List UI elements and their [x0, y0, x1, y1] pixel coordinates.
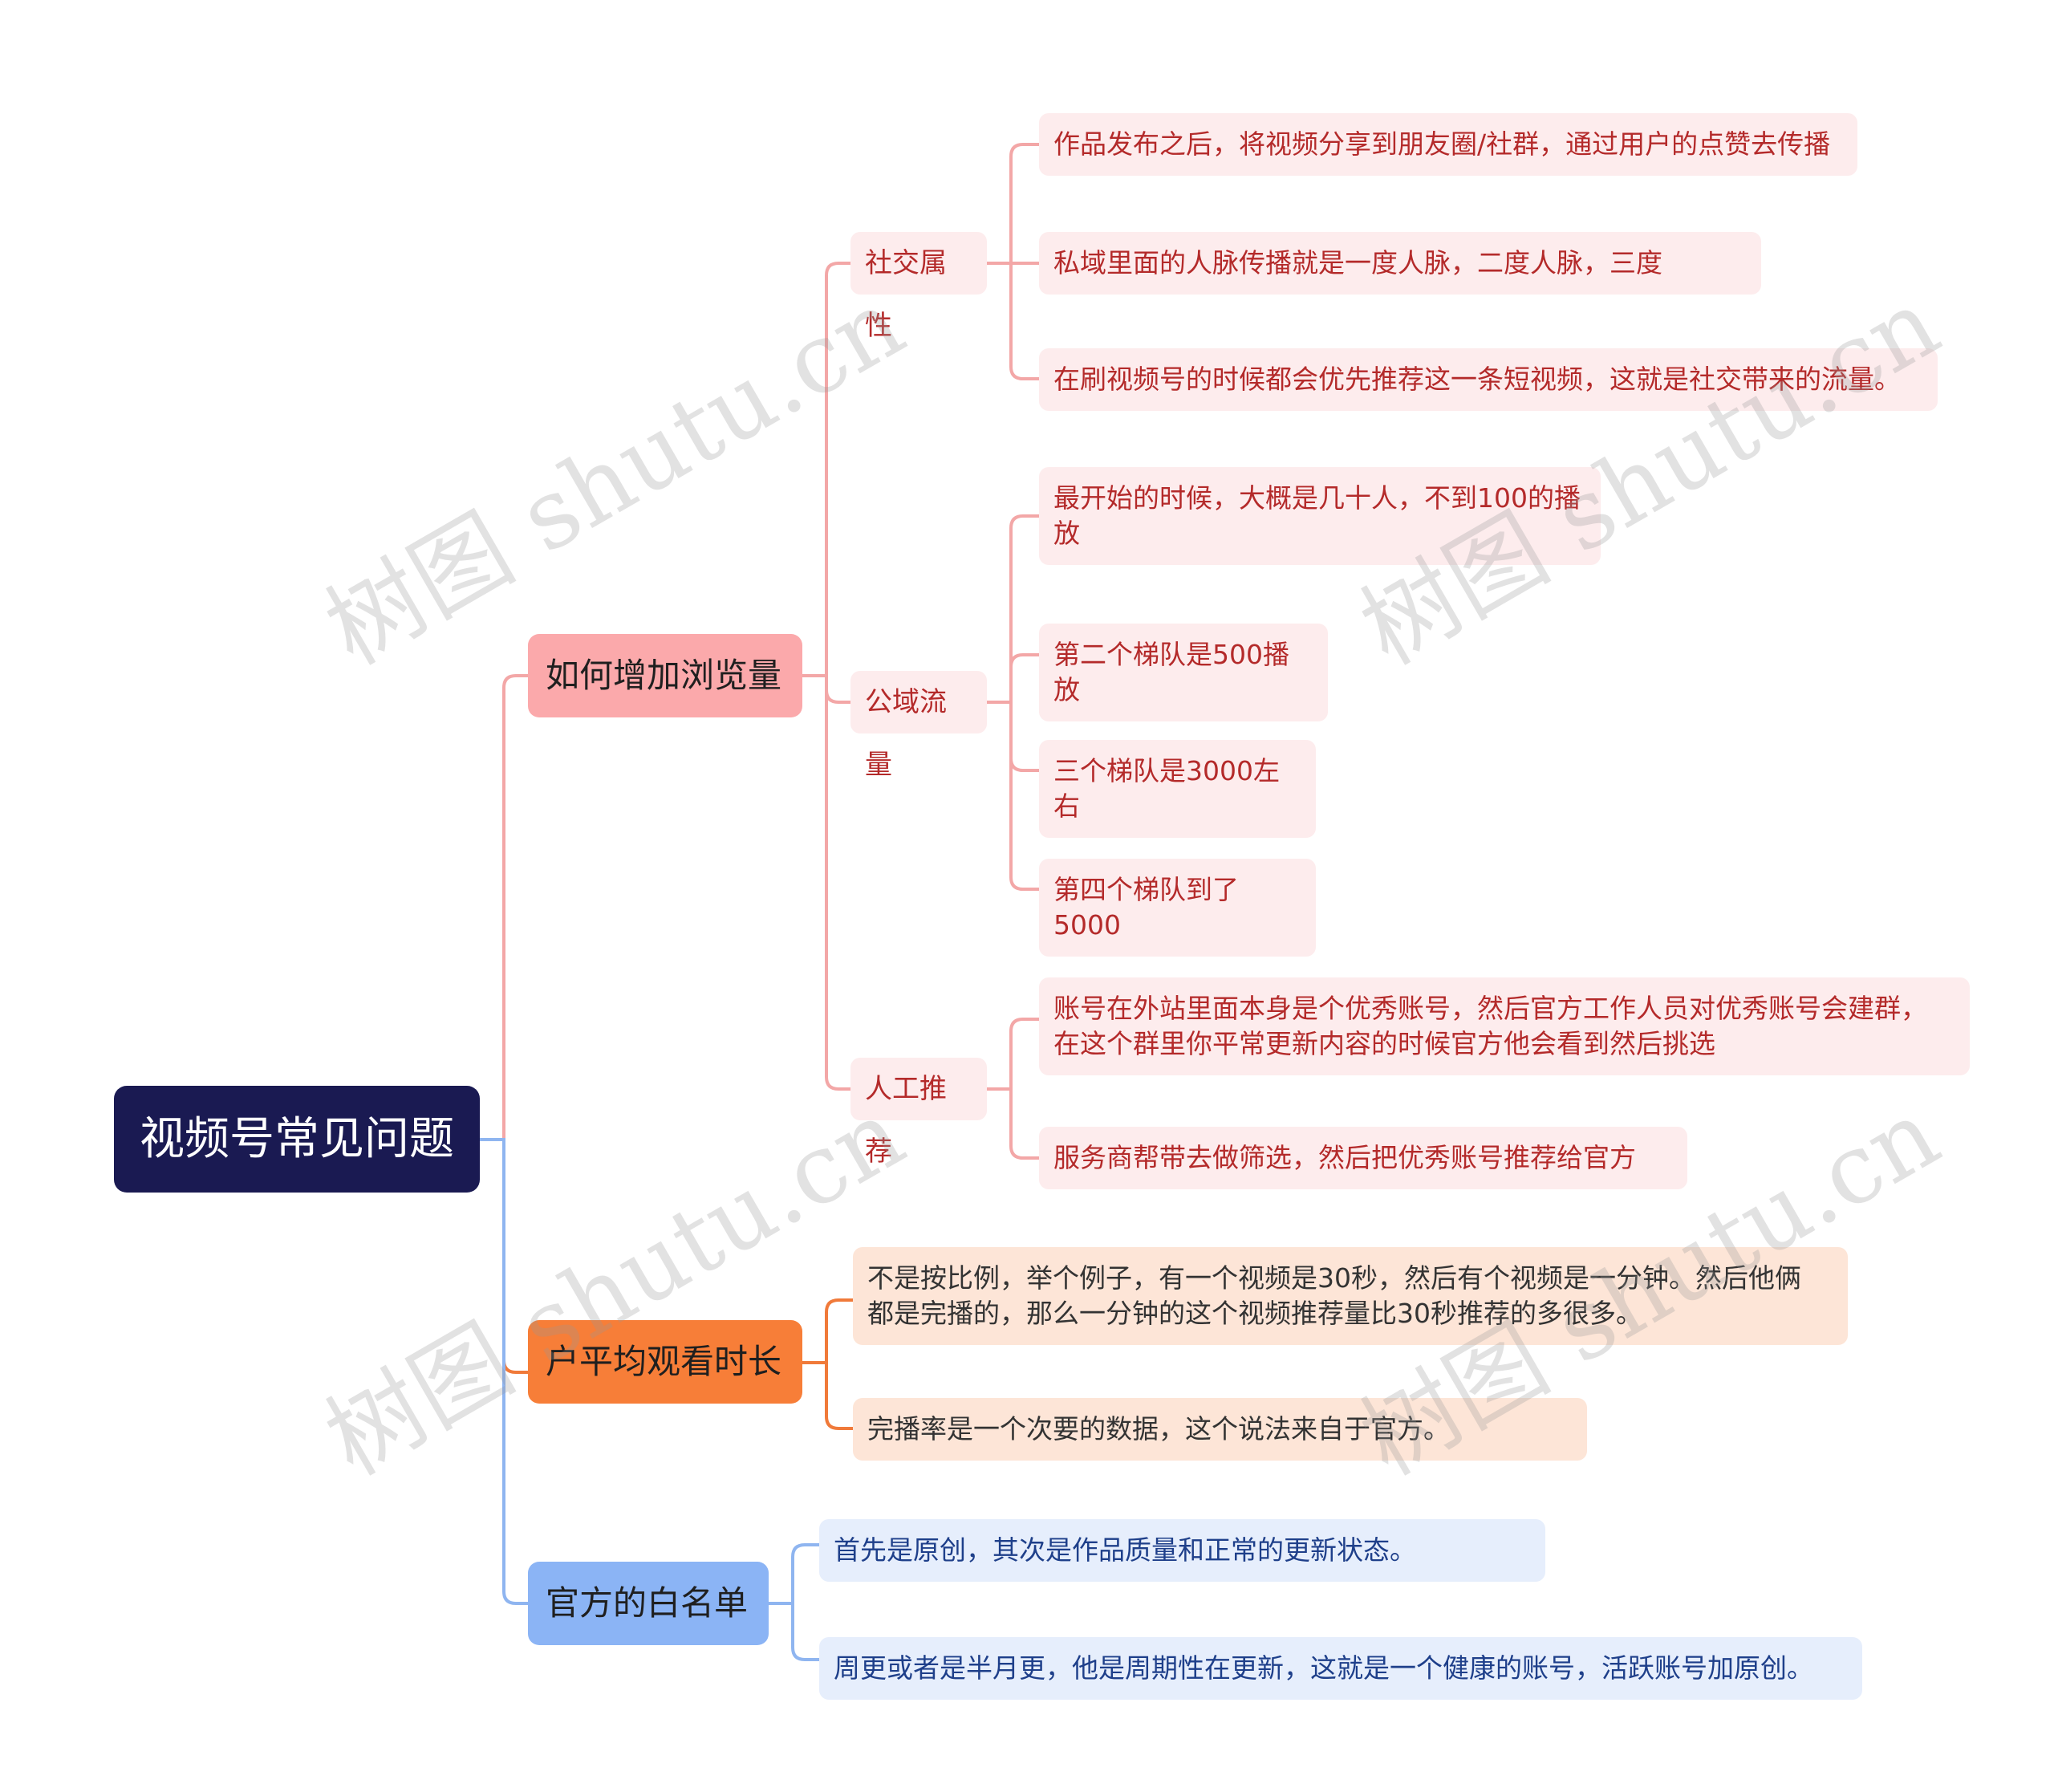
leaf-node[interactable]: 首先是原创，其次是作品质量和正常的更新状态。: [819, 1519, 1545, 1582]
connector-root-to-branch-0: [480, 674, 528, 1141]
leaf-node[interactable]: 最开始的时候，大概是几十人，不到100的播 放: [1039, 467, 1601, 565]
subtopic-social[interactable]: 社交属性: [850, 232, 987, 342]
branch-label: 官方的白名单: [546, 1583, 749, 1623]
connector-root-to-branch-2: [480, 1138, 528, 1605]
subtopic-public-traffic[interactable]: 公域流量: [850, 671, 987, 781]
connector-branch-2-to-leaves: [769, 1543, 819, 1661]
connector-sub-1-to-leaves: [987, 514, 1039, 891]
leaf-text: 第二个梯队是500播放: [1053, 639, 1289, 705]
leaf-text: 周更或者是半月更，他是周期性在更新，这就是一个健康的账号，活跃账号加原创。: [834, 1652, 1813, 1684]
connector-branch-1-to-leaves: [802, 1298, 853, 1430]
leaf-text: 第四个梯队到了5000: [1053, 874, 1239, 941]
connector-branch-0-to-subs: [802, 262, 850, 1091]
branch-label: 户平均观看时长: [546, 1342, 782, 1381]
branch-official-whitelist[interactable]: 官方的白名单: [528, 1562, 769, 1645]
leaf-text: 服务商帮带去做筛选，然后把优秀账号推荐给官方: [1053, 1142, 1636, 1173]
leaf-text: 不是按比例，举个例子，有一个视频是30秒，然后有个视频是一分钟。然后他俩 都是完…: [867, 1262, 1801, 1329]
leaf-node[interactable]: 作品发布之后，将视频分享到朋友圈/社群，通过用户的点赞去传播: [1039, 113, 1857, 176]
leaf-node[interactable]: 第四个梯队到了5000: [1039, 859, 1316, 957]
subtopic-manual-recommend[interactable]: 人工推荐: [850, 1058, 987, 1168]
leaf-node[interactable]: 不是按比例，举个例子，有一个视频是30秒，然后有个视频是一分钟。然后他俩 都是完…: [853, 1247, 1848, 1345]
leaf-text: 首先是原创，其次是作品质量和正常的更新状态。: [834, 1534, 1416, 1566]
leaf-text: 私域里面的人脉传播就是一度人脉，二度人脉，三度: [1053, 247, 1662, 278]
leaf-node[interactable]: 在刷视频号的时候都会优先推荐这一条短视频，这就是社交带来的流量。: [1039, 348, 1938, 411]
leaf-text: 账号在外站里面本身是个优秀账号，然后官方工作人员对优秀账号会建群， 在这个群里你…: [1053, 993, 1927, 1059]
leaf-text: 在刷视频号的时候都会优先推荐这一条短视频，这就是社交带来的流量。: [1053, 364, 1901, 395]
subtopic-label: 人工推荐: [865, 1073, 947, 1168]
branch-label: 如何增加浏览量: [546, 656, 782, 695]
leaf-node[interactable]: 服务商帮带去做筛选，然后把优秀账号推荐给官方: [1039, 1127, 1687, 1189]
subtopic-label: 公域流量: [865, 686, 947, 781]
leaf-text: 完播率是一个次要的数据，这个说法来自于官方。: [867, 1413, 1450, 1445]
branch-avg-watch-time[interactable]: 户平均观看时长: [528, 1320, 802, 1404]
leaf-node[interactable]: 第二个梯队是500播放: [1039, 624, 1328, 721]
leaf-node[interactable]: 三个梯队是3000左右: [1039, 740, 1316, 838]
connector-sub-2-to-leaves: [987, 1018, 1039, 1160]
connector-sub-0-to-leaves: [987, 143, 1039, 380]
leaf-node[interactable]: 周更或者是半月更，他是周期性在更新，这就是一个健康的账号，活跃账号加原创。: [819, 1637, 1862, 1700]
leaf-node[interactable]: 完播率是一个次要的数据，这个说法来自于官方。: [853, 1398, 1587, 1461]
leaf-text: 三个梯队是3000左右: [1053, 755, 1280, 822]
leaf-text: 最开始的时候，大概是几十人，不到100的播 放: [1053, 482, 1581, 549]
leaf-text: 作品发布之后，将视频分享到朋友圈/社群，通过用户的点赞去传播: [1053, 128, 1831, 160]
root-topic[interactable]: 视频号常见问题: [114, 1086, 480, 1193]
leaf-node[interactable]: 私域里面的人脉传播就是一度人脉，二度人脉，三度: [1039, 232, 1761, 295]
branch-increase-views[interactable]: 如何增加浏览量: [528, 634, 802, 717]
root-topic-label: 视频号常见问题: [140, 1113, 454, 1165]
subtopic-label: 社交属性: [865, 247, 947, 342]
leaf-node[interactable]: 账号在外站里面本身是个优秀账号，然后官方工作人员对优秀账号会建群， 在这个群里你…: [1039, 977, 1970, 1075]
